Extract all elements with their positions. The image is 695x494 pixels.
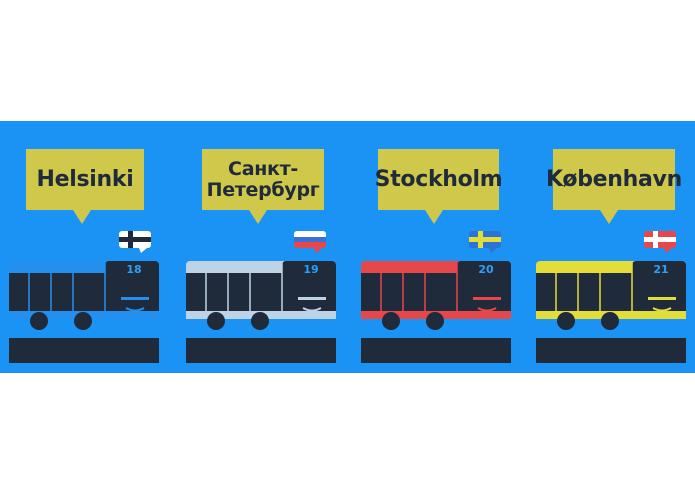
russia-flag-icon — [294, 231, 326, 253]
bubble-tail — [249, 210, 267, 224]
city-tile-saint-petersburg: Санкт- Петербург — [186, 121, 346, 373]
city-speech-bubble: Stockholm — [375, 149, 503, 210]
city-name: Stockholm — [374, 167, 503, 192]
sweden-flag-icon — [469, 231, 501, 253]
denmark-flag-icon — [644, 231, 676, 253]
road — [9, 338, 159, 363]
route-number: 20 — [478, 263, 494, 276]
city-name: København — [546, 167, 682, 192]
route-number: 19 — [303, 263, 319, 276]
road — [361, 338, 511, 363]
banner: Helsinki 18 — [0, 121, 695, 373]
city-speech-bubble: Helsinki — [26, 149, 144, 210]
bus-icon — [9, 261, 159, 330]
finland-flag-icon — [119, 231, 151, 253]
bus-icon — [361, 261, 511, 330]
city-name: Helsinki — [36, 167, 134, 192]
bubble-tail — [425, 210, 443, 224]
city-name: Санкт- Петербург — [206, 157, 320, 201]
city-speech-bubble: Санкт- Петербург — [202, 149, 324, 210]
city-tile-stockholm: Stockholm 20 — [361, 121, 521, 373]
route-number: 18 — [126, 263, 142, 276]
bubble-tail — [600, 210, 618, 224]
road — [536, 338, 686, 363]
city-tile-helsinki: Helsinki 18 — [9, 121, 169, 373]
bus-icon — [536, 261, 686, 330]
city-speech-bubble: København — [546, 149, 682, 210]
bus-icon — [186, 261, 336, 330]
city-tile-copenhagen: København 21 — [536, 121, 695, 373]
road — [186, 338, 336, 363]
route-number: 21 — [653, 263, 669, 276]
bubble-tail — [73, 210, 91, 224]
